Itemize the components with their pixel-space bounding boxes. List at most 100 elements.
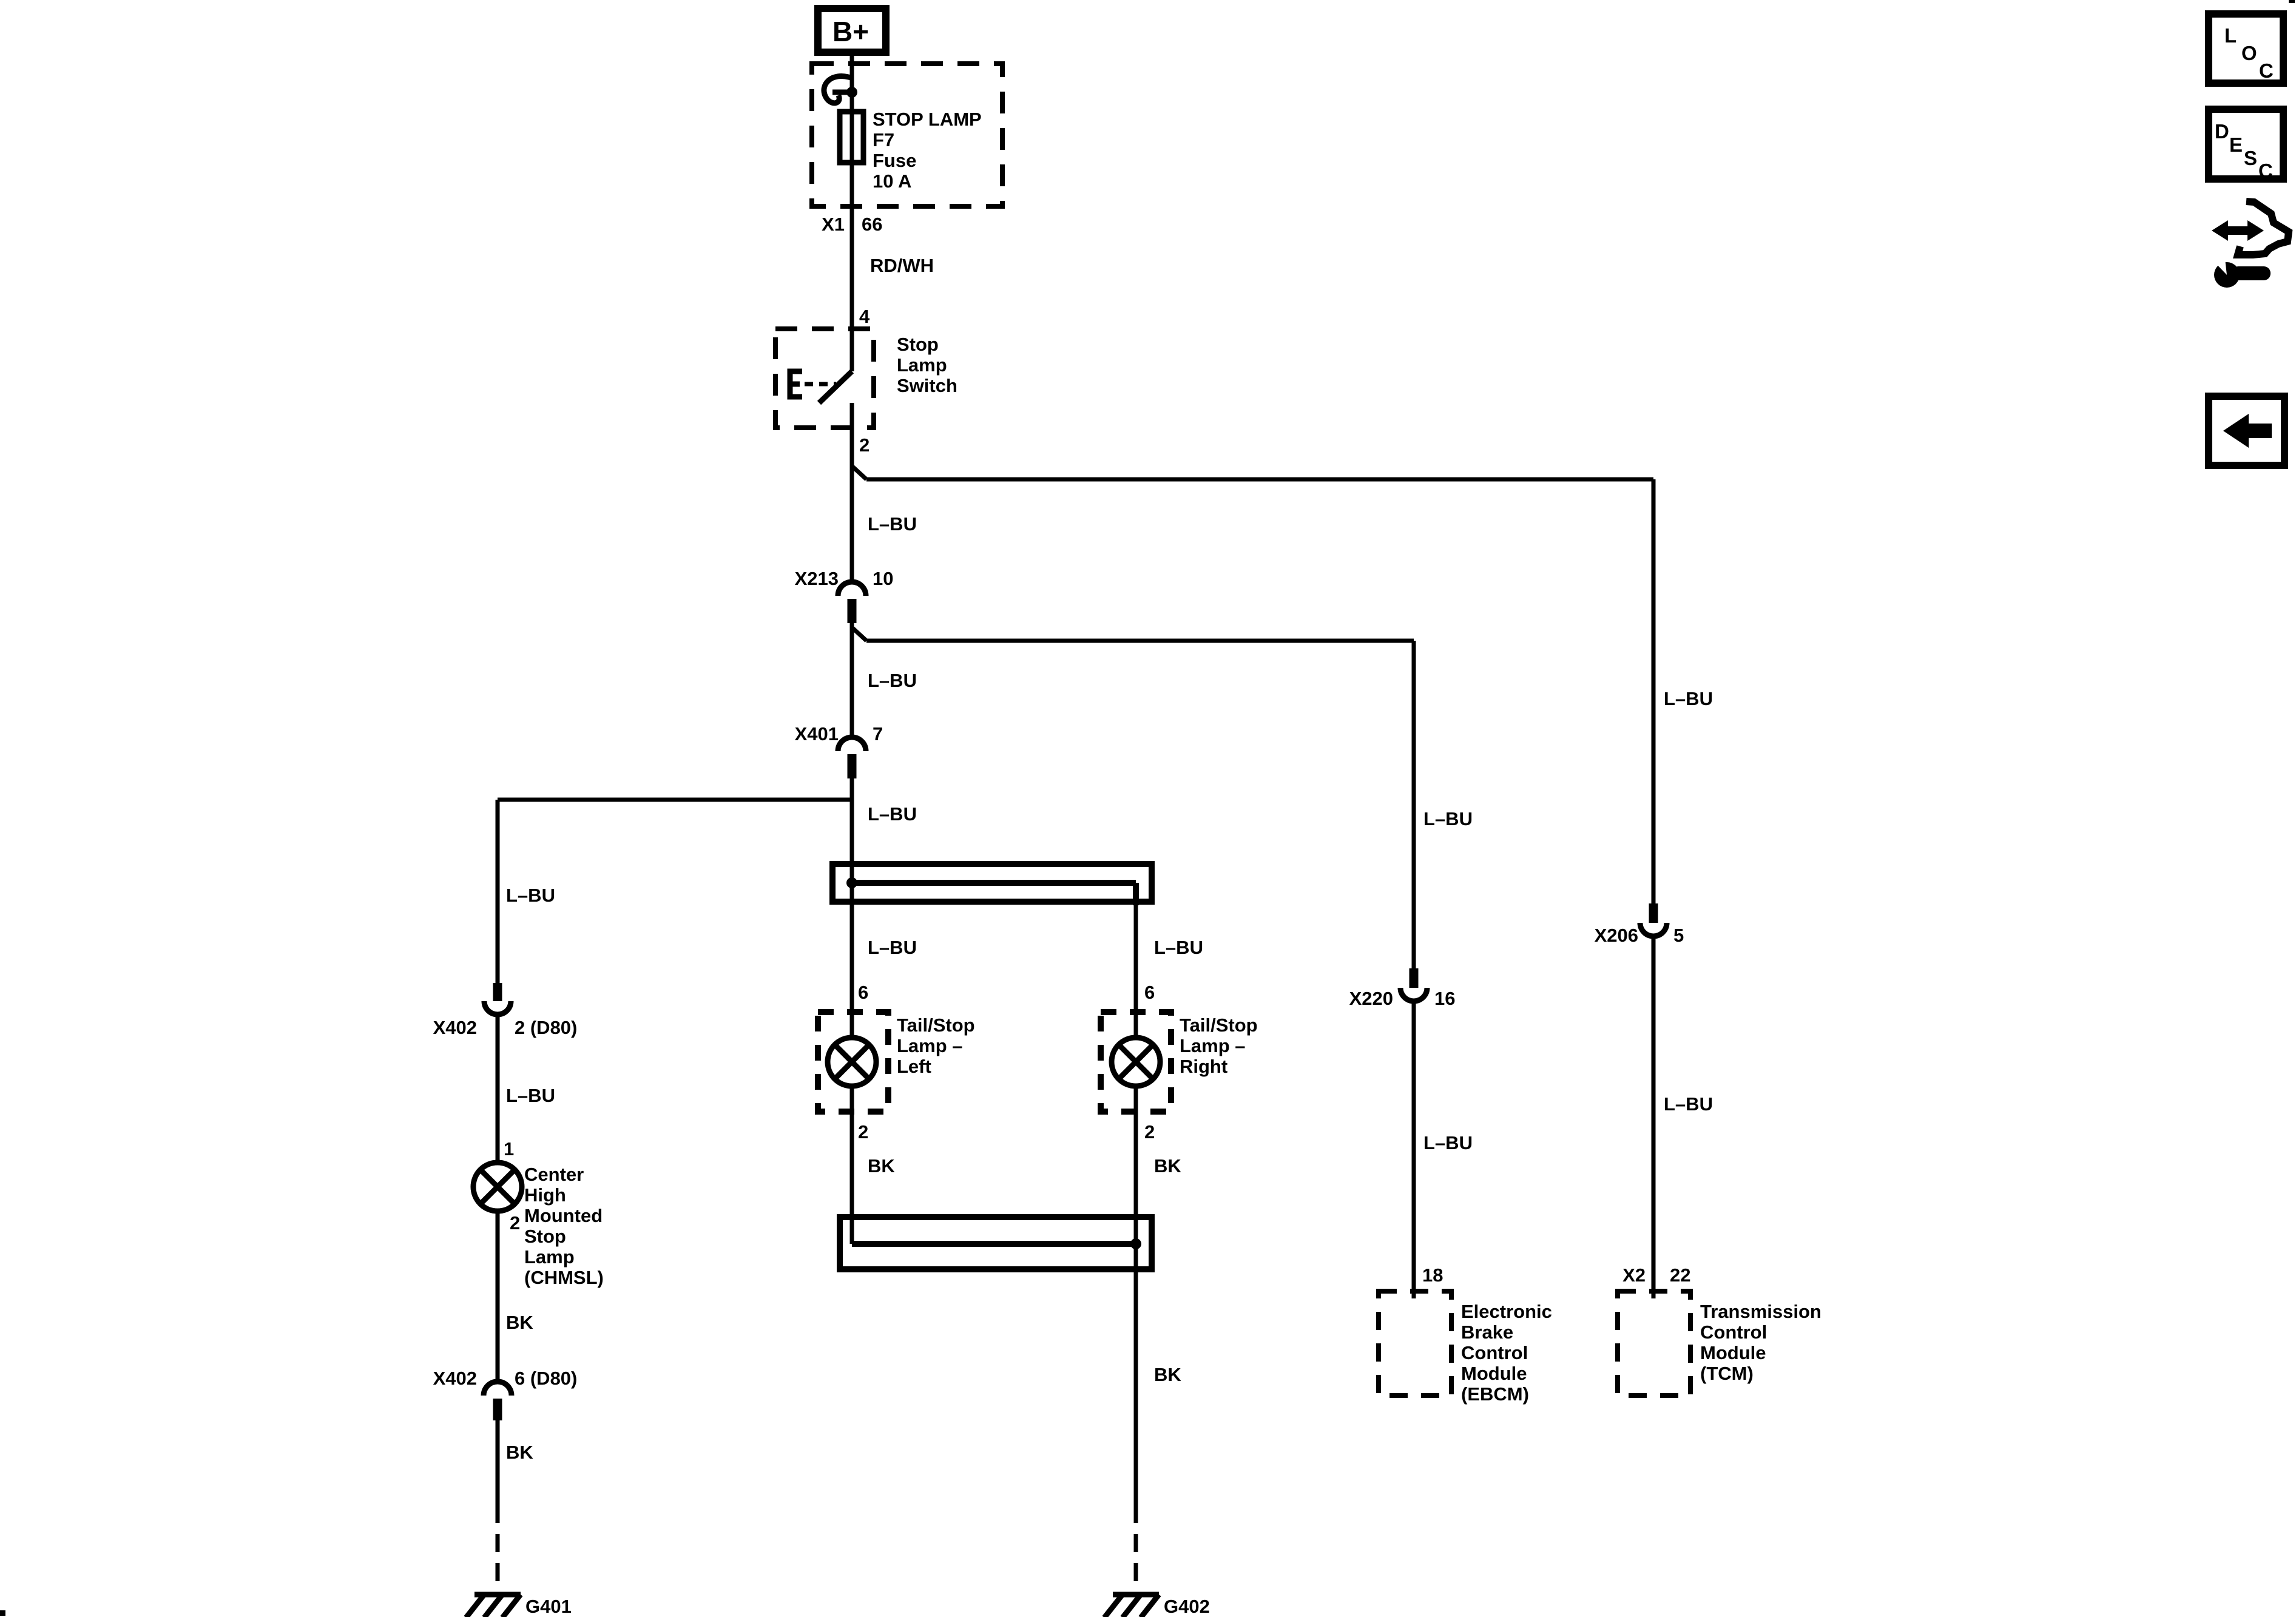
ebcm-line4: Module <box>1461 1363 1527 1384</box>
tcm-line3: Module <box>1700 1342 1766 1363</box>
switch-label-line3: Switch <box>897 375 957 396</box>
wire-color-lbu-left-lamp: L–BU <box>868 937 917 958</box>
x206-name: X206 <box>1595 925 1638 946</box>
x402-top-name: X402 <box>433 1017 477 1038</box>
switch-pin-out: 2 <box>859 434 869 456</box>
x213-terminal-arc <box>835 579 869 596</box>
ebcm-box <box>1376 1289 1454 1398</box>
double-arrow-icon <box>2212 220 2264 241</box>
fuse-pin-label: 66 <box>862 214 882 235</box>
tail-right-line2: Lamp – <box>1180 1035 1246 1056</box>
splice-box-bottom <box>837 1214 1155 1272</box>
tcm-connector: X2 <box>1622 1264 1646 1286</box>
wire-color-bk-left-lamp: BK <box>868 1155 895 1176</box>
ebcm-line1: Electronic <box>1461 1301 1552 1322</box>
tcm-module: X2 22 Transmission Control Module (TCM) <box>1615 1264 1822 1398</box>
connector-x402-bottom: X402 6 (D80) <box>433 1368 577 1420</box>
fuse-symbol <box>837 109 866 166</box>
x402-bottom-pin: 6 (D80) <box>515 1368 577 1389</box>
tail-right-line3: Right <box>1180 1056 1227 1077</box>
tail-left-line1: Tail/Stop <box>897 1014 975 1036</box>
x206-pin: 5 <box>1673 925 1684 946</box>
ground-g402-label: G402 <box>1164 1596 1210 1617</box>
fuse-label-line3: Fuse <box>873 150 916 171</box>
tail-right-line1: Tail/Stop <box>1180 1014 1258 1036</box>
tail-right-lamp-x2 <box>1116 1042 1155 1081</box>
x401-name: X401 <box>795 723 839 744</box>
wire-color-bk-right-lamp: BK <box>1154 1155 1181 1176</box>
loc-letter-c: C <box>2259 59 2274 82</box>
ebcm-line2: Brake <box>1461 1322 1513 1343</box>
wire-color-bk-chmsl2: BK <box>506 1442 533 1463</box>
wire-color-bk-chmsl1: BK <box>506 1312 533 1333</box>
back-button[interactable] <box>2205 393 2288 469</box>
chmsl-line3: Mounted <box>524 1205 603 1226</box>
switch-box <box>773 326 876 430</box>
connector-x213: X213 10 <box>795 568 893 623</box>
tail-lamp-right: 6 Tail/Stop Lamp – Right 2 <box>1098 982 1258 1143</box>
splice-box-top <box>829 861 1155 905</box>
adjust-wrench-button[interactable] <box>2211 198 2293 288</box>
branch-kink-ebcm <box>850 626 868 643</box>
fuse-label-line2: F7 <box>873 129 894 150</box>
tcm-pin: 22 <box>1670 1264 1690 1286</box>
switch-label-line2: Lamp <box>897 354 947 376</box>
tail-left-lamp-x2 <box>832 1042 871 1081</box>
desc-button[interactable]: D E S C <box>2205 106 2287 183</box>
tail-right-pin-in: 6 <box>1144 982 1155 1003</box>
wire-color-lbu-tcm1: L–BU <box>1664 688 1713 709</box>
fuse-clip-icon <box>821 73 852 106</box>
ground-g401-icon <box>464 1592 523 1617</box>
tail-lamp-left: 6 Tail/Stop Lamp – Left 2 <box>815 982 975 1143</box>
wire-color-lbu-ebcm2: L–BU <box>1423 1132 1473 1153</box>
page-corner-mark <box>0 1610 5 1616</box>
x220-name: X220 <box>1349 988 1393 1009</box>
wire-color-lbu-chmsl2: L–BU <box>506 1085 555 1106</box>
back-button-box[interactable] <box>2205 393 2288 469</box>
stop-lamp-switch: 4 Stop Lamp Switch 2 <box>773 306 957 456</box>
x402-bottom-name: X402 <box>433 1368 477 1389</box>
back-arrow-icon <box>2223 414 2272 448</box>
x213-name: X213 <box>795 568 839 589</box>
wire-color-lbu-right-lamp: L–BU <box>1154 937 1203 958</box>
tcm-line4: (TCM) <box>1700 1363 1754 1384</box>
chmsl-pin-out: 2 <box>510 1212 520 1234</box>
chmsl-lamp: 1 2 Center High Mounted Stop Lamp (CHMSL… <box>470 1138 604 1288</box>
tail-left-line3: Left <box>897 1056 931 1077</box>
loc-button-box[interactable] <box>2205 10 2287 87</box>
splice-top-outline <box>829 861 1155 905</box>
wire-color-bk-ground-right: BK <box>1154 1364 1181 1385</box>
chmsl-line6: (CHMSL) <box>524 1267 604 1288</box>
desc-letter-s: S <box>2244 147 2257 169</box>
desc-button-box[interactable] <box>2205 106 2287 183</box>
fuse-label-line1: STOP LAMP <box>873 109 982 130</box>
x401-terminal-arc <box>835 734 869 752</box>
tcm-box <box>1615 1289 1693 1398</box>
chmsl-line1: Center <box>524 1164 584 1185</box>
tail-left-pin-out: 2 <box>858 1121 868 1143</box>
x402-bottom-terminal-arc <box>481 1379 515 1396</box>
loc-letter-l: L <box>2224 24 2237 47</box>
ground-g402-icon <box>1102 1592 1161 1617</box>
tail-right-pin-out: 2 <box>1144 1121 1155 1143</box>
switch-actuator-icon <box>787 368 802 400</box>
desc-letter-d: D <box>2215 120 2229 143</box>
ground-g401 <box>464 1592 523 1617</box>
splice-bottom-outline <box>837 1214 1155 1272</box>
chmsl-pin-in: 1 <box>504 1138 514 1160</box>
loc-button[interactable]: L O C <box>2205 10 2287 87</box>
ebcm-line3: Control <box>1461 1342 1528 1363</box>
page-edge-mark <box>2289 0 2295 3</box>
x220-terminal-arc <box>1397 987 1430 1004</box>
wire-color-lbu-main1: L–BU <box>868 513 917 535</box>
ebcm-line5: (EBCM) <box>1461 1383 1529 1405</box>
power-feed: B+ <box>814 5 890 56</box>
tcm-line1: Transmission <box>1700 1301 1822 1322</box>
wire-color-lbu-ebcm1: L–BU <box>1423 808 1473 829</box>
wire-color-lbu-tcm2: L–BU <box>1664 1093 1713 1115</box>
splice-bottom-junction-dot <box>1130 1238 1141 1249</box>
switch-label-line1: Stop <box>897 334 939 355</box>
connector-x220: X220 16 <box>1349 968 1455 1009</box>
ebcm-module: 18 Electronic Brake Control Module (EBCM… <box>1376 1264 1552 1405</box>
wrench-shaft-icon <box>2232 266 2271 280</box>
